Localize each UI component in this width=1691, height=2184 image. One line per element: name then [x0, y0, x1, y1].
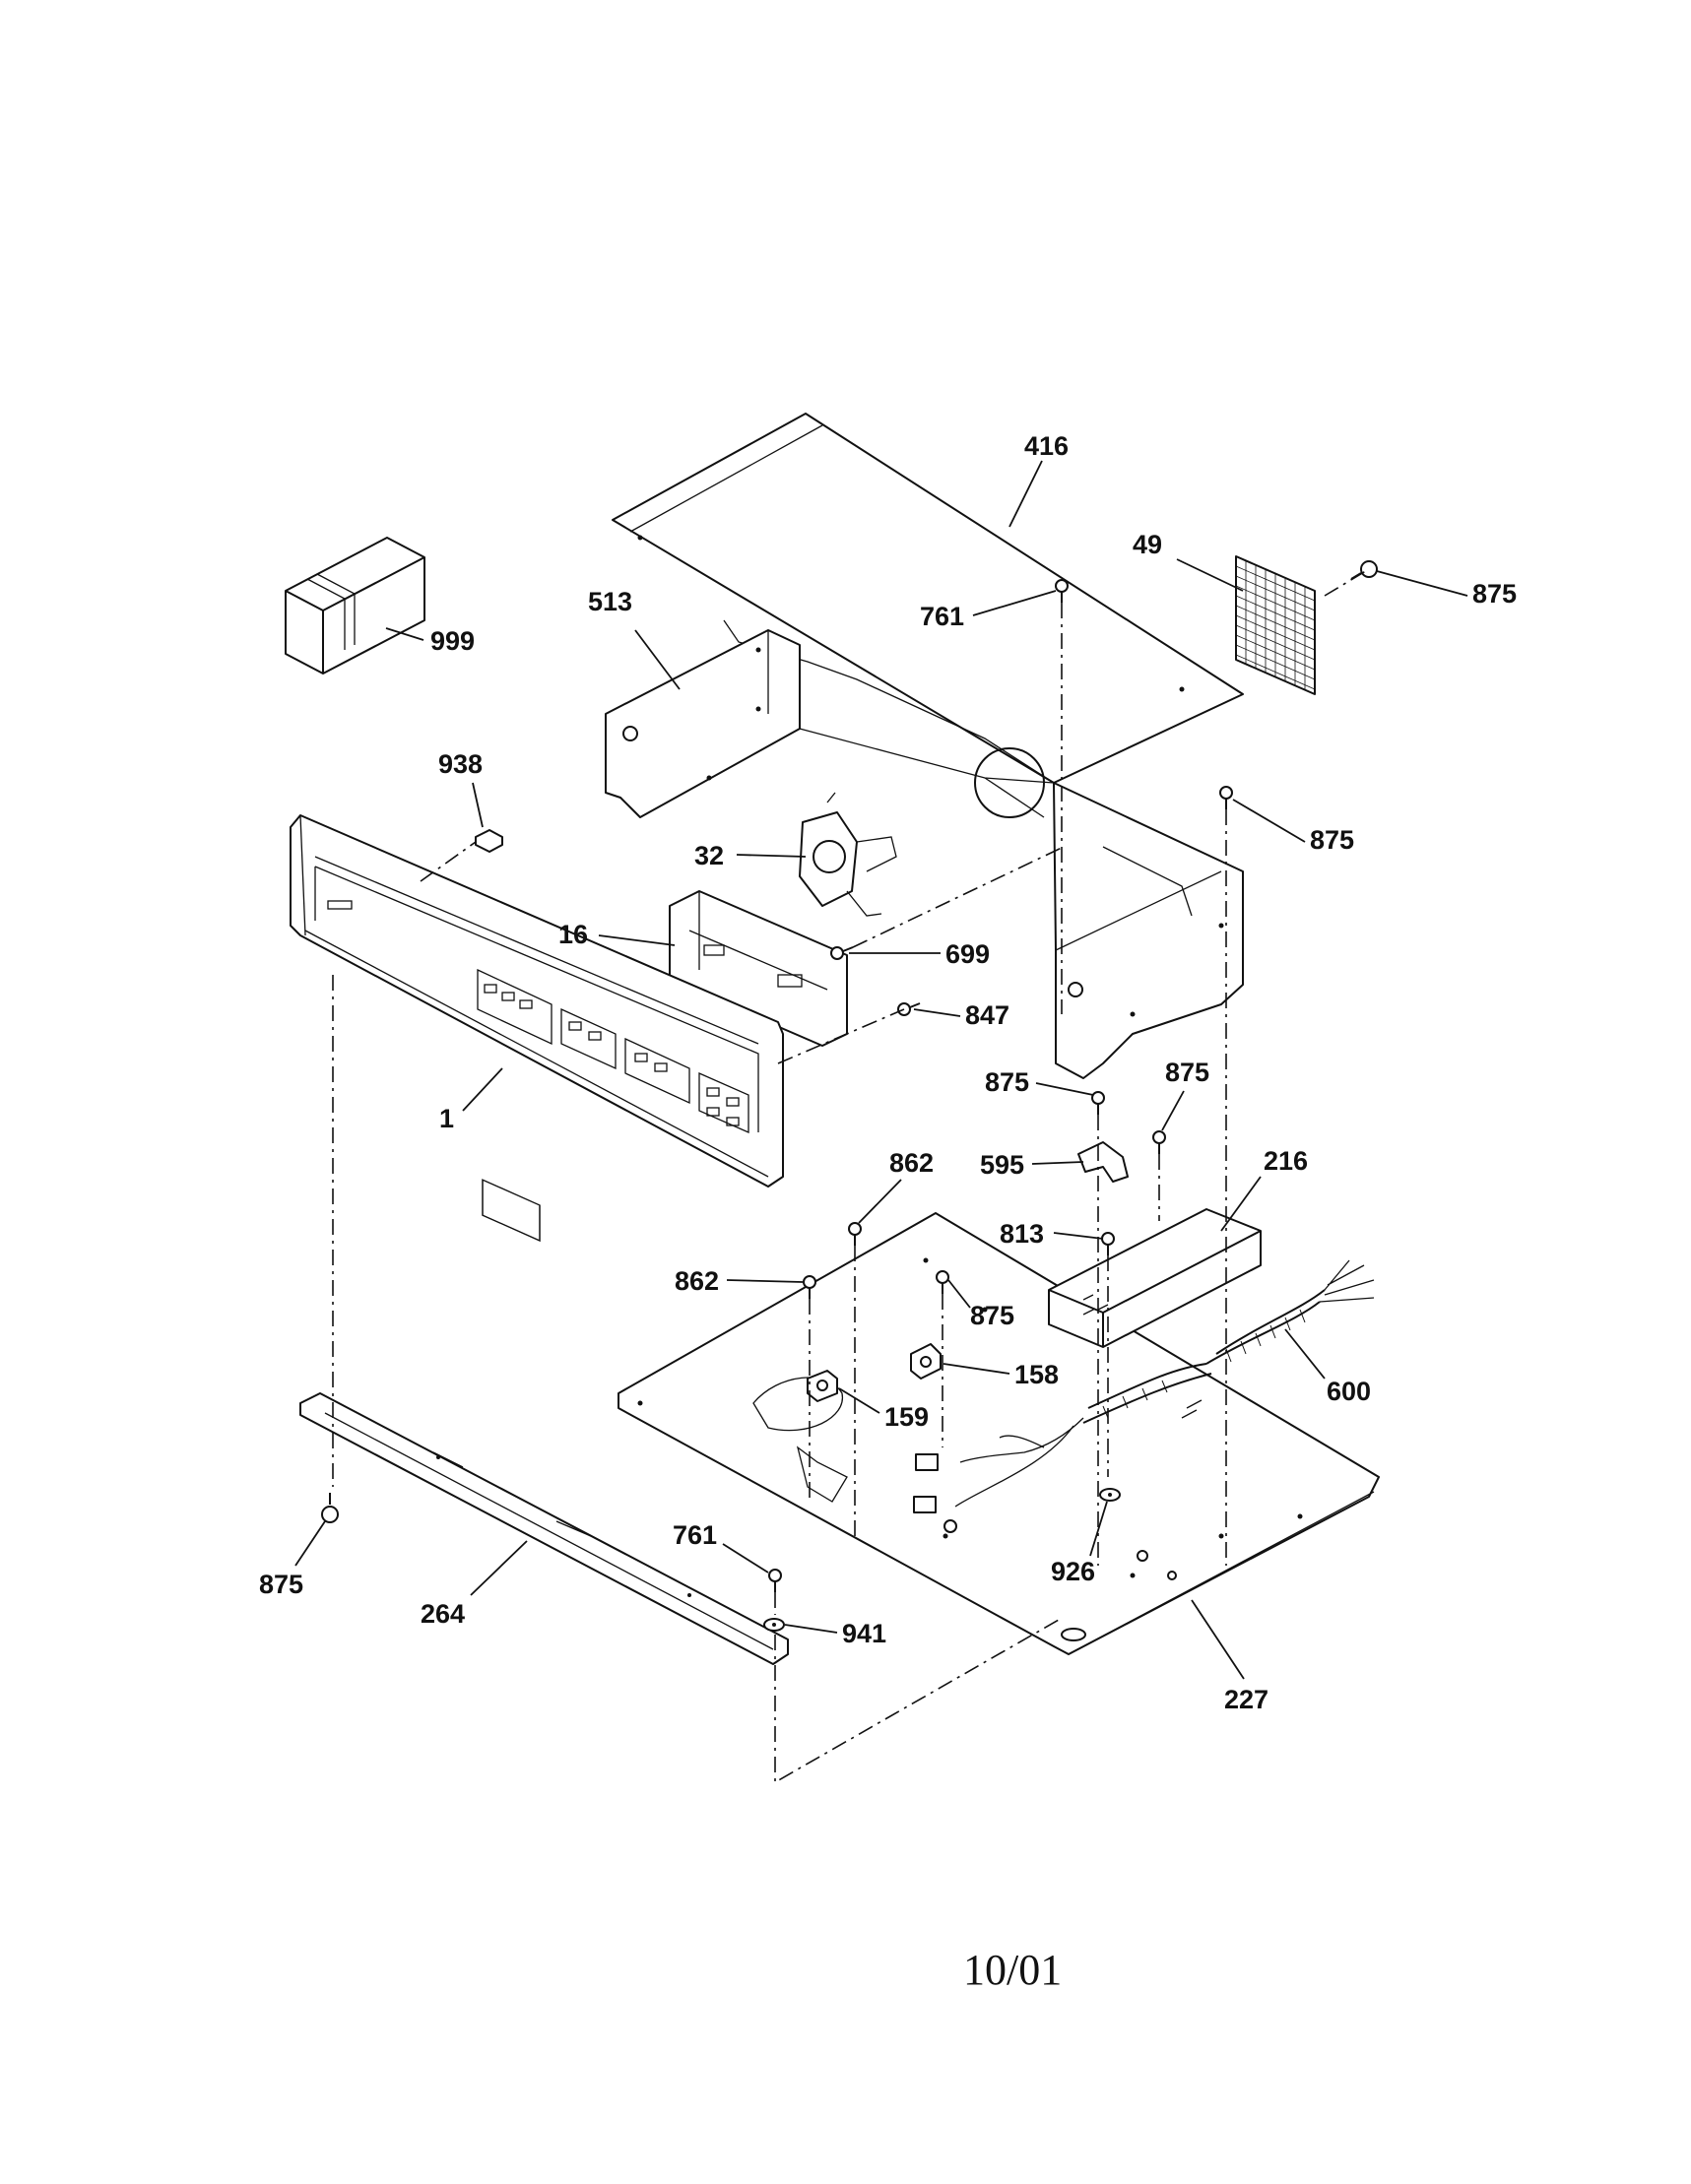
- screw-875-grille[interactable]: [1350, 560, 1378, 580]
- part-513-side-wall[interactable]: [605, 629, 801, 818]
- part-416-top-panel[interactable]: [612, 413, 1244, 784]
- callout-416: 416: [1024, 431, 1069, 461]
- diagram-date: 10/01: [963, 1946, 1062, 1994]
- callout-49: 49: [1133, 530, 1162, 559]
- callout-1: 1: [439, 1104, 454, 1133]
- screw-699[interactable]: [830, 946, 854, 960]
- callout-862-a: 862: [889, 1148, 934, 1178]
- screw-875-right[interactable]: [1219, 786, 1233, 809]
- callout-862-b: 862: [675, 1266, 719, 1296]
- callout-875-mid2: 875: [1165, 1058, 1209, 1087]
- part-216-terminal-box[interactable]: [1048, 1208, 1262, 1348]
- washer-926[interactable]: [1099, 1488, 1121, 1502]
- callout-875-bottom: 875: [259, 1570, 303, 1599]
- callout-875-right: 875: [1310, 825, 1354, 855]
- screw-875-bottom[interactable]: [321, 1493, 339, 1523]
- part-49-grille[interactable]: [1235, 555, 1316, 695]
- screw-761-top[interactable]: [1055, 579, 1069, 603]
- screw-862-a[interactable]: [848, 1222, 862, 1246]
- callout-938: 938: [438, 749, 483, 779]
- callout-875-mid: 875: [985, 1067, 1029, 1097]
- part-938-clip[interactable]: [475, 829, 503, 853]
- part-595-clamp[interactable]: [1077, 1141, 1129, 1183]
- callout-813: 813: [1000, 1219, 1044, 1249]
- part-1-control-panel[interactable]: [290, 814, 784, 1243]
- washer-941[interactable]: [763, 1618, 785, 1632]
- callout-600: 600: [1327, 1377, 1371, 1406]
- screw-875-plate[interactable]: [936, 1270, 949, 1294]
- part-159-thermal-fuse[interactable]: [807, 1370, 838, 1402]
- callout-labels: 416 49 875 513 761 999 938 875 32 16 699…: [259, 431, 1517, 1714]
- cabinet-back-wall: [799, 728, 1055, 818]
- callout-158: 158: [1014, 1360, 1059, 1389]
- callout-875-grille: 875: [1472, 579, 1517, 609]
- screw-875-mid2[interactable]: [1152, 1130, 1166, 1154]
- callout-941: 941: [842, 1619, 886, 1648]
- callout-264: 264: [421, 1599, 465, 1629]
- part-158-thermostat[interactable]: [910, 1343, 942, 1380]
- screw-813[interactable]: [1101, 1232, 1115, 1255]
- screw-862-b[interactable]: [803, 1275, 816, 1299]
- callout-999: 999: [430, 626, 475, 656]
- callout-16: 16: [558, 920, 588, 949]
- screw-761-bottom[interactable]: [768, 1569, 782, 1592]
- callout-513: 513: [588, 587, 632, 616]
- callout-32: 32: [694, 841, 724, 870]
- part-600-wiring-harness[interactable]: [913, 1259, 1375, 1533]
- control-keypad: [477, 968, 749, 1243]
- callout-847: 847: [965, 1000, 1009, 1030]
- callout-699: 699: [945, 939, 990, 969]
- callout-926: 926: [1051, 1557, 1095, 1586]
- part-264-trim-strip[interactable]: [299, 1392, 789, 1665]
- callout-595: 595: [980, 1150, 1024, 1180]
- callout-227: 227: [1224, 1685, 1268, 1714]
- leader-lines: [294, 460, 1468, 1680]
- callout-761-top: 761: [920, 602, 964, 631]
- screw-875-mid[interactable]: [1091, 1091, 1105, 1115]
- part-right-side-wall: [1053, 782, 1244, 1079]
- callout-875-plate: 875: [970, 1301, 1014, 1330]
- part-999-box[interactable]: [285, 537, 425, 674]
- part-227-bottom-plate[interactable]: [618, 1212, 1380, 1655]
- callout-159: 159: [884, 1402, 929, 1432]
- part-32-fan-motor[interactable]: [799, 792, 897, 917]
- callout-761-bottom: 761: [673, 1520, 717, 1550]
- callout-216: 216: [1264, 1146, 1308, 1176]
- assembly-dashed-lines: [332, 568, 1370, 1784]
